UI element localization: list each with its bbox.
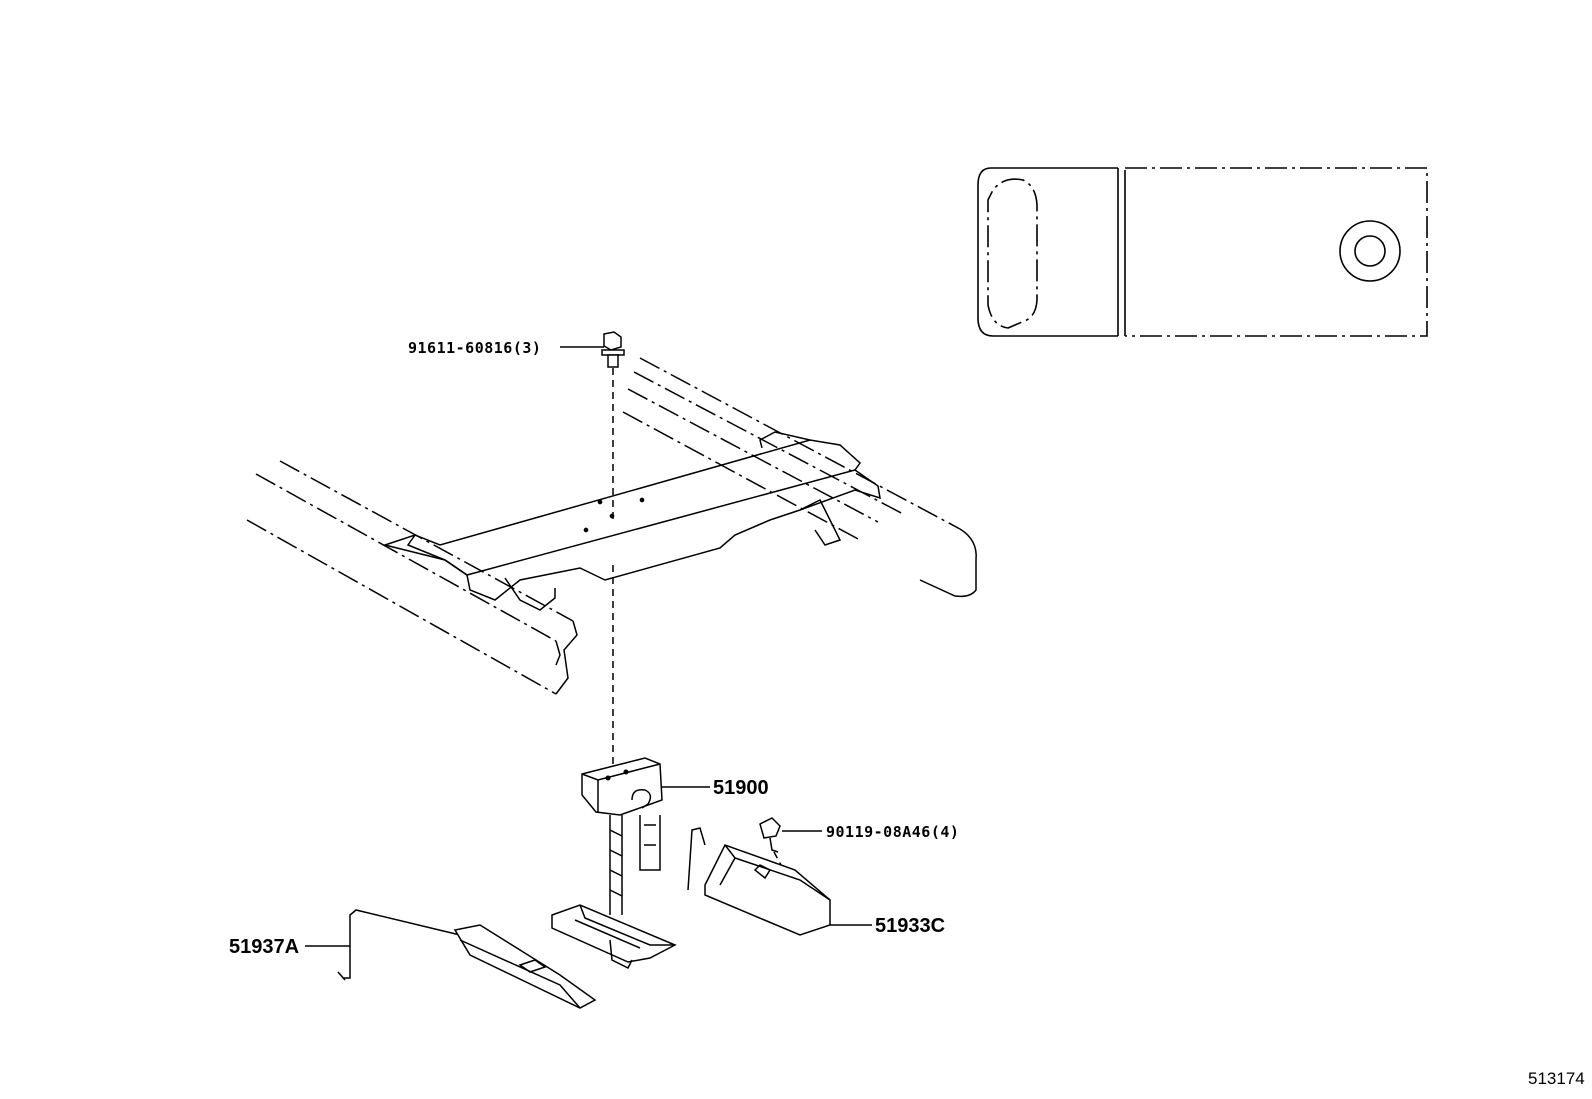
cross-member-top [382, 439, 861, 576]
spare-tire-location-outer [1339, 220, 1401, 282]
bracket-left-plate [453, 924, 597, 1009]
right-rail-line-4 [622, 411, 861, 541]
spare-tire-location-inner [1354, 235, 1386, 267]
bracket-51937A [305, 909, 597, 1009]
bracket-right-slot [753, 864, 772, 880]
carrier-housing [581, 757, 663, 816]
cross-member-bracket [799, 498, 842, 546]
carrier-chain [609, 815, 623, 915]
bolt-head [603, 331, 622, 351]
cross-member-front [444, 469, 881, 601]
cross-member-hole-2 [597, 499, 603, 505]
label-bolt-91611-60816: 91611-60816(3) [408, 339, 541, 357]
cross-member-bracket-2 [504, 577, 556, 611]
left-rail-line-1 [279, 460, 574, 622]
cross-member-flange-left [406, 534, 446, 561]
bracket-left-rod [343, 909, 461, 979]
bracket-left-plate-edge [459, 939, 581, 1009]
bracket-right-body [704, 844, 831, 936]
carrier-base-detail [579, 904, 675, 970]
left-rail-line-2 [255, 473, 557, 642]
label-screw-90119-08A46: 90119-08A46(4) [826, 823, 959, 841]
bracket-51933C [687, 827, 872, 936]
carrier-housing-edge [581, 763, 661, 812]
label-bracket-51933C: 51933C [875, 915, 945, 937]
cross-member-hole-3 [639, 497, 645, 503]
vehicle-front-rounded [977, 167, 1118, 337]
left-rail-line-3 [246, 519, 557, 695]
vehicle-locator-outline [977, 167, 1428, 337]
right-rail-end [919, 528, 977, 598]
cross-member-hole-4 [583, 527, 589, 533]
bracket-left-slot [518, 959, 547, 973]
screw-shank [769, 837, 779, 853]
carrier-hole-1 [605, 775, 611, 781]
label-spare-carrier-51900: 51900 [713, 777, 769, 799]
bracket-right-handle [687, 827, 706, 891]
screw-head [759, 817, 781, 839]
carrier-chain-loop [639, 815, 661, 871]
cross-member-flange-right [759, 431, 811, 449]
carrier-base-plate [551, 904, 677, 963]
carrier-hook [631, 788, 652, 809]
left-rail-end [555, 620, 578, 695]
carrier-base-rib [574, 919, 641, 949]
bolt-91611-60816 [560, 331, 625, 520]
vehicle-hood-inner [987, 178, 1038, 329]
spare-tire-carrier-51900 [551, 565, 710, 970]
label-bracket-51937A: 51937A [229, 936, 299, 958]
vehicle-bed-outline [1125, 167, 1428, 337]
bracket-left-rod-end [337, 971, 346, 981]
bolt-shank [607, 354, 619, 368]
carrier-hole-2 [623, 769, 629, 775]
frame-assembly [246, 357, 977, 695]
diagram-reference-number: 513174 [1528, 1069, 1585, 1088]
